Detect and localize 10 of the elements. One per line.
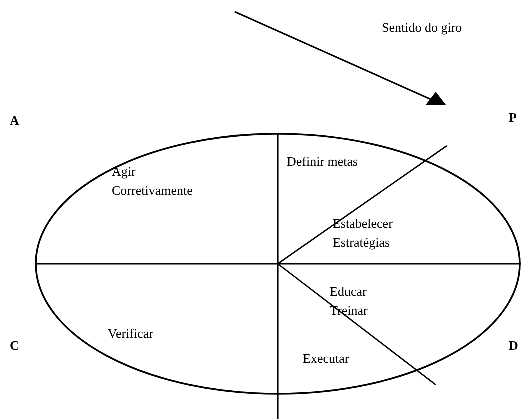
direction-label: Sentido do giro xyxy=(382,19,462,37)
step-text: Agir Corretivamente xyxy=(112,163,194,200)
step-text: Estabelecer Estratégias xyxy=(333,215,394,252)
quadrant-letter: A xyxy=(10,112,20,130)
step-text: Definir metas xyxy=(287,153,360,171)
quadrant-letter: C xyxy=(10,337,20,355)
quadrant-letter: P xyxy=(509,109,517,127)
quadrant-letter: D xyxy=(509,337,518,355)
step-text: Executar xyxy=(303,350,350,368)
step-text: Verificar xyxy=(108,325,154,343)
